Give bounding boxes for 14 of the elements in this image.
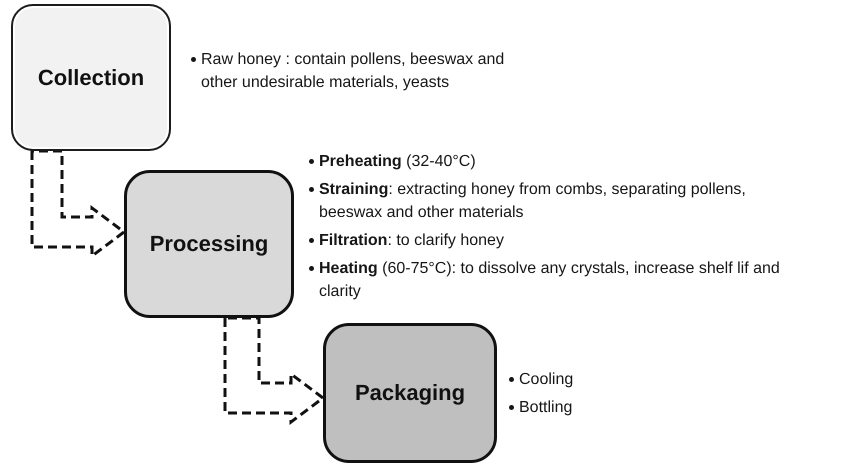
bullet-point-text: Cooling [508,368,668,391]
bullet-point-text: Preheating (32-40°C) [308,150,792,173]
dashed-block-arrow [224,316,326,425]
bullet-point-text: Raw honey : contain pollens, beeswax and other undesirable materials, yeasts [190,48,530,94]
rounded-step-box [323,323,497,463]
step-title: Packaging [354,380,466,406]
bullet-point-text: Heating (60-75°C): to dissolve any crystals, increase shelf lif and clarity [308,257,792,303]
bullet-point-text: Filtration: to clarify honey [308,229,792,252]
step-title: Collection [38,64,144,90]
rounded-step-box [11,4,171,151]
bullet-point-text: Straining: extracting honey from combs, separating pollens, beeswax and other materials [308,178,792,224]
bullet-point-text: Bottling [508,396,668,419]
rounded-step-box [124,170,294,318]
step-title: Processing [150,231,268,257]
